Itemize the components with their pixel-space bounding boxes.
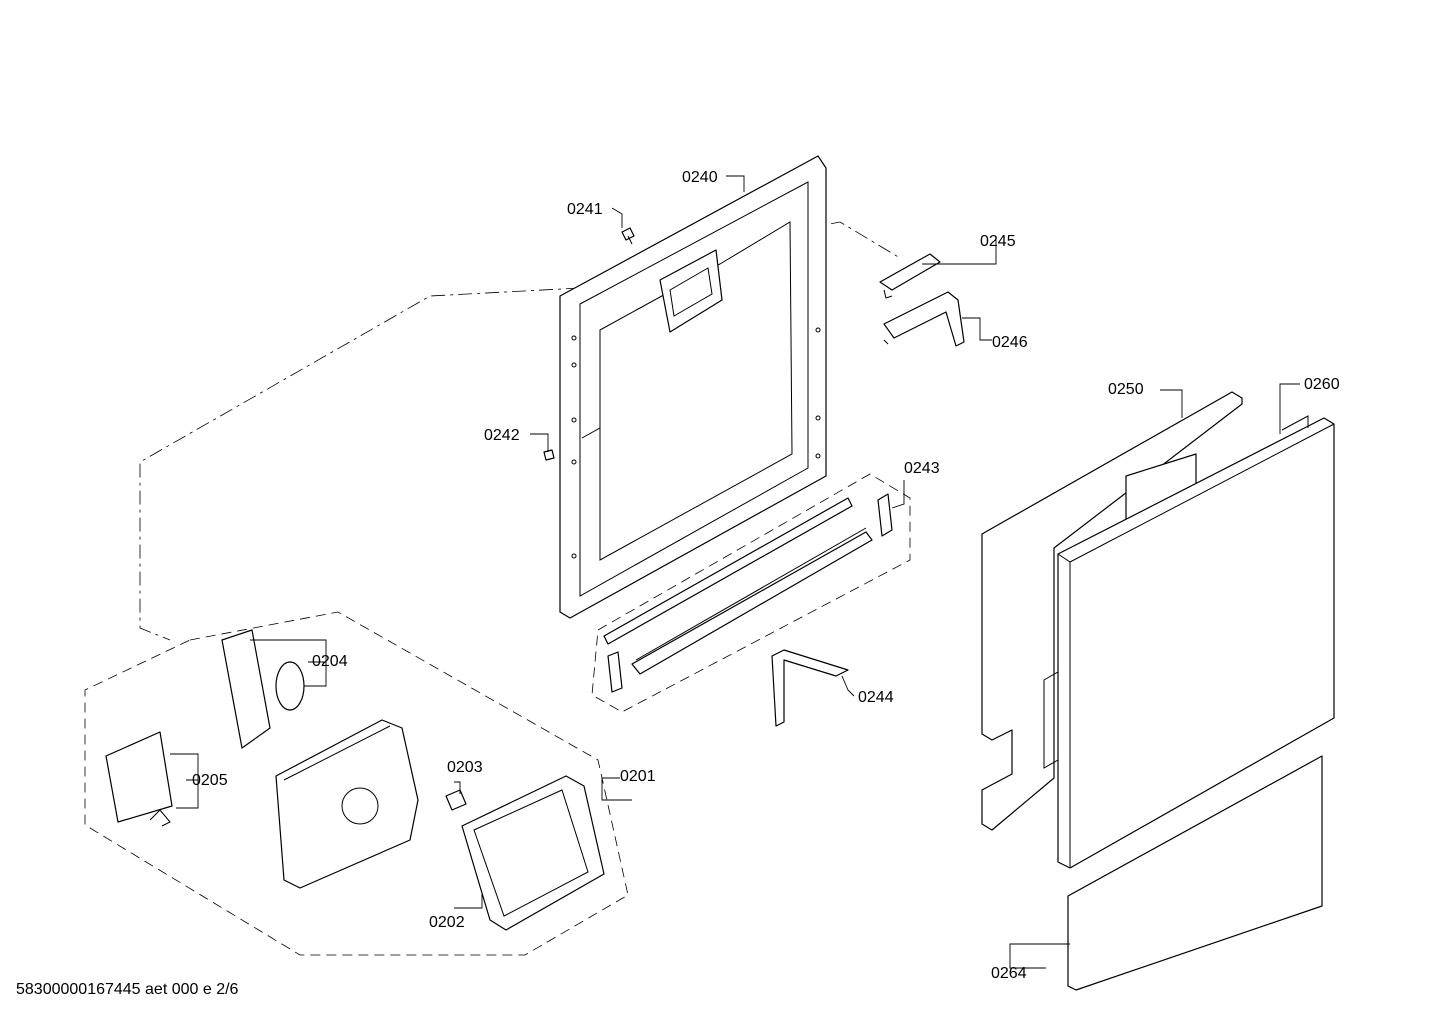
screw-part-0242 [543,449,555,461]
dispenser-group-outline [84,611,629,956]
part-label-0203: 0203 [447,759,483,776]
seal-group-outline [591,473,911,713]
part-label-0260: 0260 [1304,376,1340,393]
drawing-reference-footer: 58300000167445 aet 000 e 2/6 [16,981,239,998]
decor-panel-part-0250 [981,391,1243,831]
part-label-0205: 0205 [192,772,228,789]
door-assembly-group-outline [139,287,581,641]
part-label-0243: 0243 [904,460,940,477]
part-label-0240: 0240 [682,169,718,186]
cover-part-0205 [105,731,173,827]
clip-part-0203 [445,789,467,811]
dispenser-gasket-part [461,775,605,931]
leader-lines [170,175,1300,969]
flap-part-0204 [221,629,305,749]
outer-door-part [1057,415,1335,869]
part-label-0245: 0245 [980,233,1016,250]
detergent-dispenser-part [275,719,419,889]
inner-door-part [559,155,827,619]
part-label-0242: 0242 [484,427,520,444]
toe-panel-part [1067,755,1323,991]
door-seal-strip-part [603,493,893,693]
part-label-0204: 0204 [312,653,348,670]
hinge-part-0245 [879,253,941,299]
part-label-0241: 0241 [567,201,603,218]
hinge-bracket-part-0246 [883,291,965,347]
part-label-0201: 0201 [620,768,656,785]
screw-part-0241 [621,227,635,245]
part-label-0246: 0246 [992,334,1028,351]
part-label-0202: 0202 [429,914,465,931]
part-label-0244: 0244 [858,689,894,706]
bracket-part-0244 [771,649,849,727]
part-label-0250: 0250 [1108,381,1144,398]
part-label-0264: 0264 [991,965,1027,982]
